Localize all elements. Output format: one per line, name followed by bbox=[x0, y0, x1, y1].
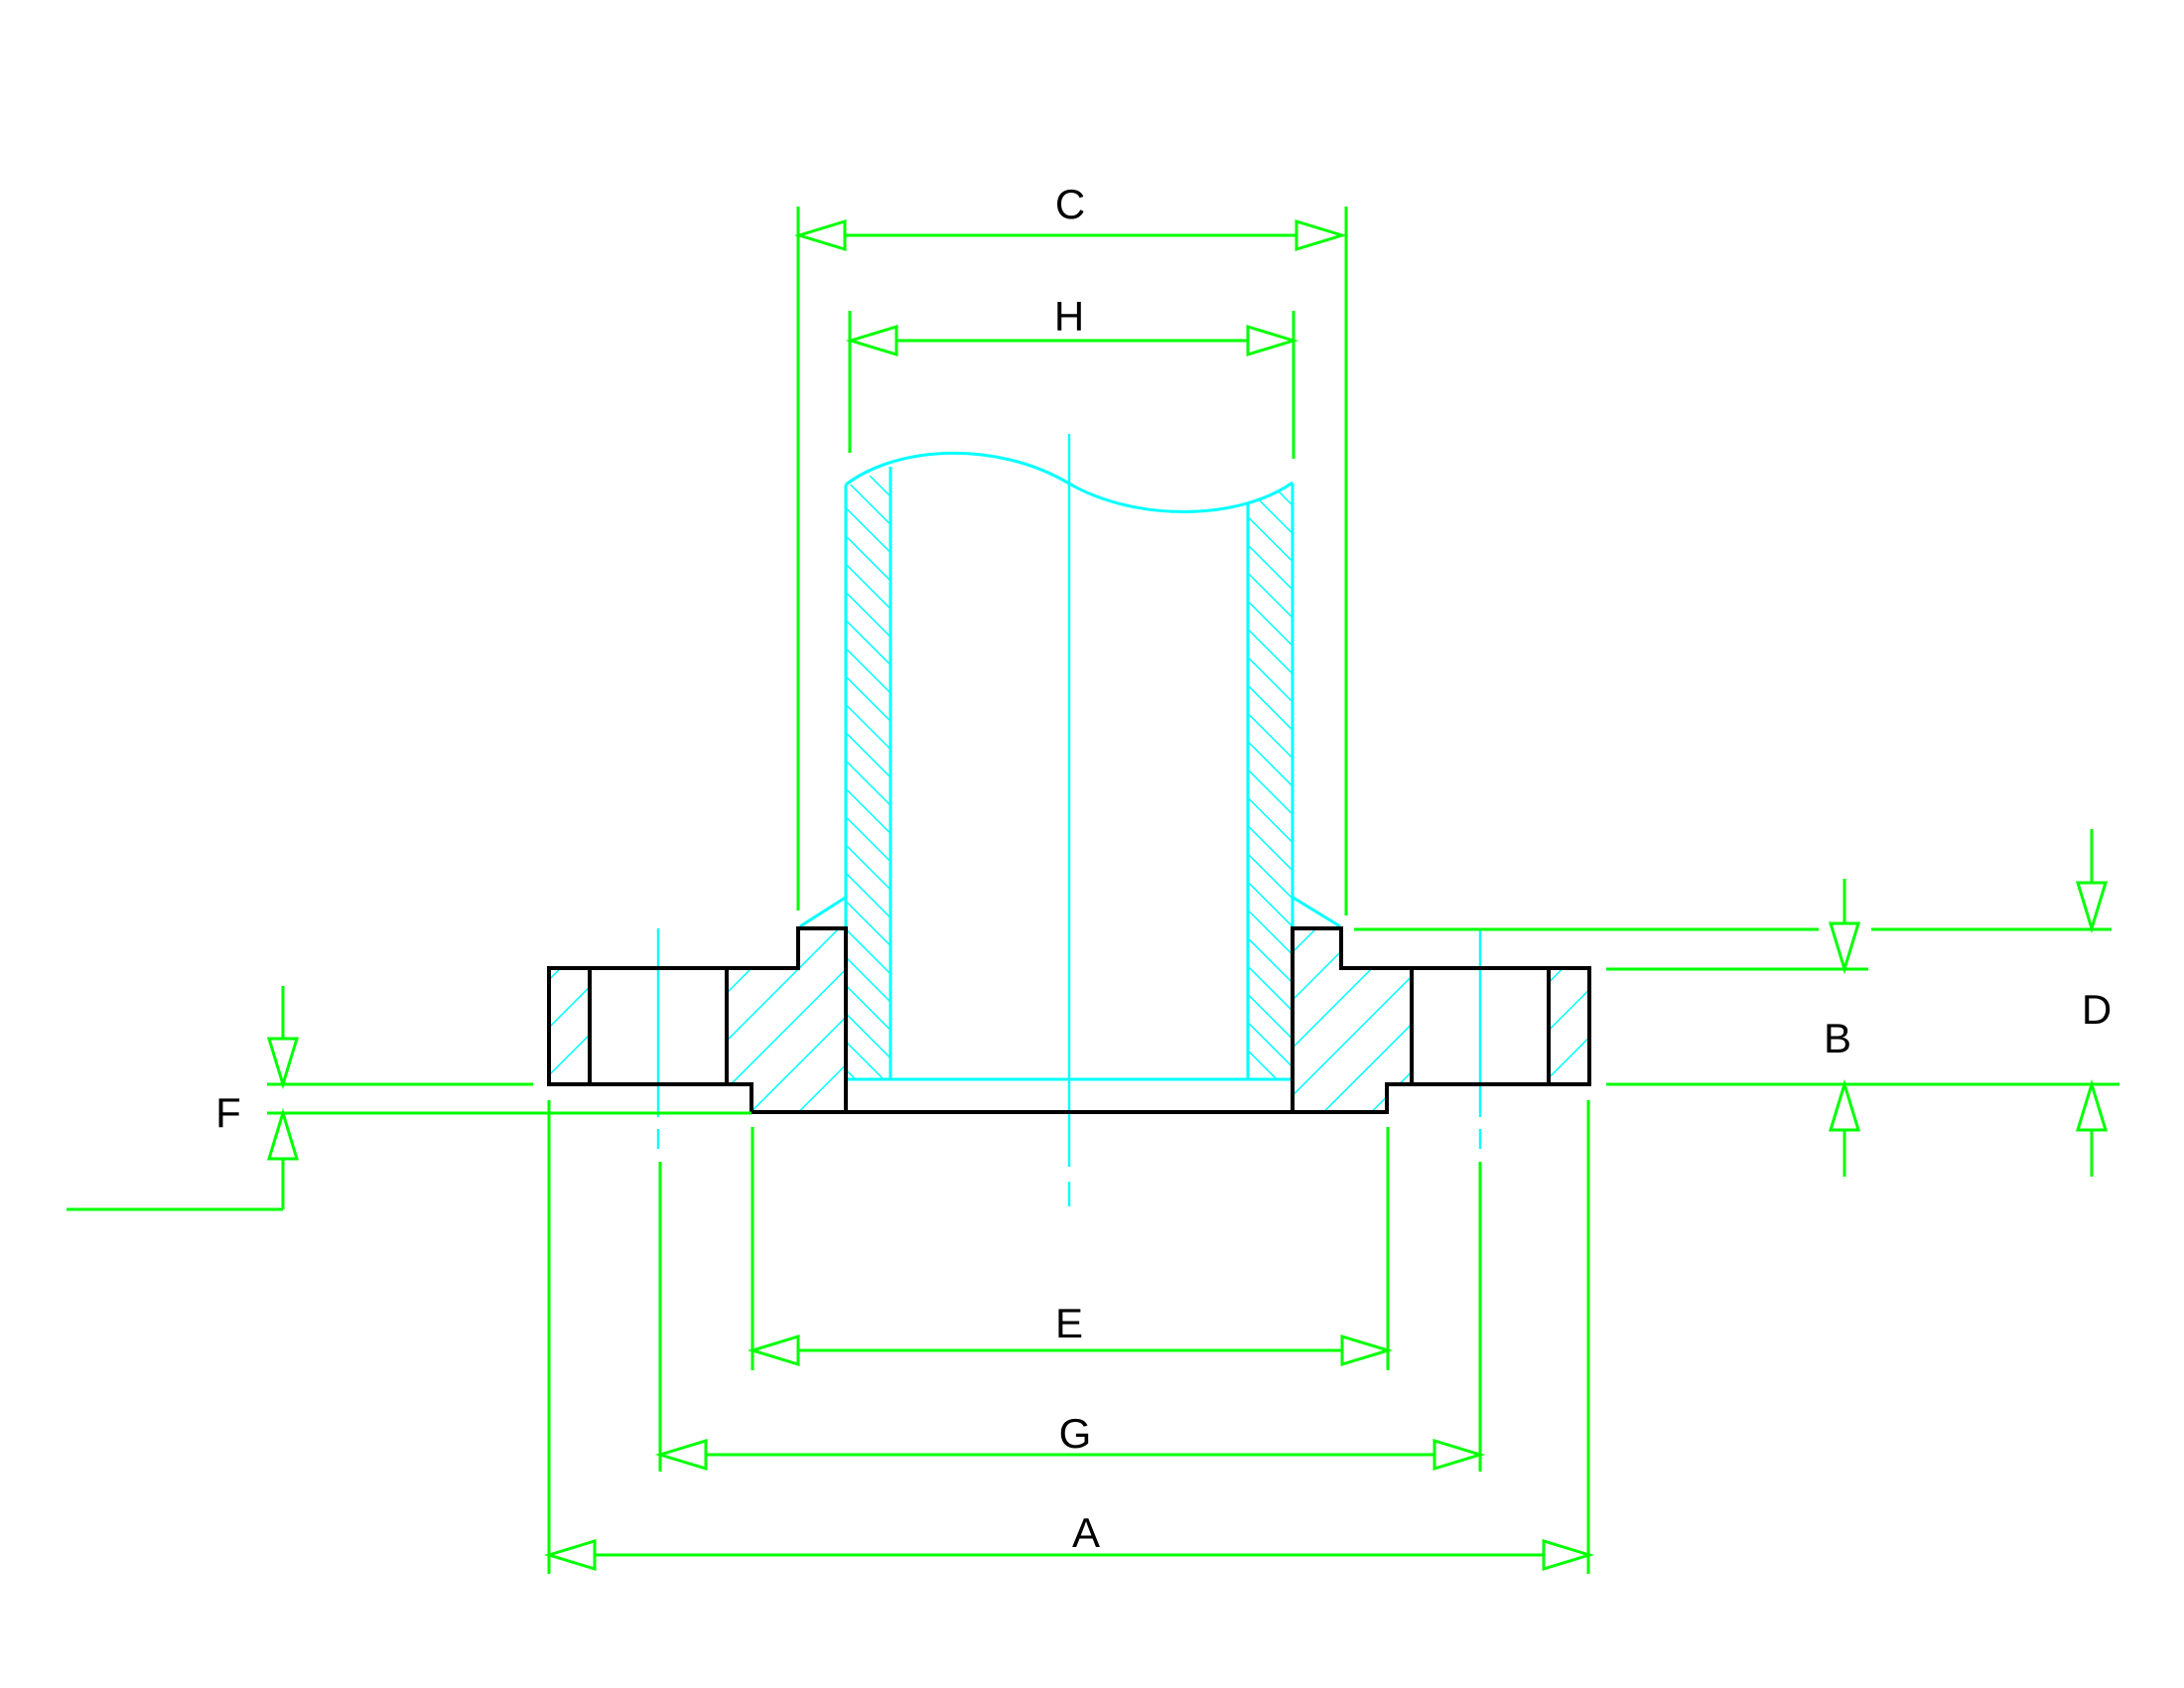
dim-d-arrow-down bbox=[2075, 881, 2109, 934]
dimension-E: E bbox=[747, 1127, 1394, 1370]
dimension-A: A bbox=[543, 1100, 1595, 1574]
dim-label-e: E bbox=[1055, 1300, 1083, 1346]
dim-c-arrow-left bbox=[793, 218, 847, 252]
flange-hatch-right-rim bbox=[1549, 968, 1589, 1084]
dim-e-arrow-left bbox=[747, 1334, 800, 1367]
dim-label-h: H bbox=[1054, 293, 1084, 340]
dim-label-g: G bbox=[1059, 1410, 1092, 1457]
dimension-H: H bbox=[845, 293, 1299, 459]
dimension-D: D bbox=[1354, 829, 2112, 1177]
pipe bbox=[799, 451, 1341, 1081]
weld-bevel-right bbox=[1291, 895, 1341, 928]
flange-outline bbox=[547, 926, 1591, 1114]
dimension-F: F bbox=[67, 986, 751, 1211]
dim-e-arrow-right bbox=[1340, 1334, 1394, 1367]
flange-hatch-left-rim bbox=[549, 968, 590, 1084]
pipe-hatch-left-wall bbox=[846, 467, 890, 1079]
dim-f-arrow-up bbox=[266, 1107, 300, 1161]
dim-label-c: C bbox=[1055, 181, 1085, 227]
dimension-G: G bbox=[654, 1162, 1486, 1472]
dim-h-arrow-right bbox=[1246, 324, 1299, 357]
dim-a-arrow-right bbox=[1542, 1538, 1595, 1572]
dimension-C: C bbox=[793, 181, 1348, 915]
dimension-B: B bbox=[1606, 879, 2119, 1177]
dim-f-arrow-down bbox=[266, 1037, 300, 1090]
weld-bevel-left bbox=[799, 895, 848, 928]
pipe-hatch-right-wall bbox=[1248, 484, 1293, 1079]
flange-section-hatching bbox=[549, 928, 1589, 1112]
dim-label-a: A bbox=[1072, 1509, 1100, 1556]
dim-d-arrow-up bbox=[2075, 1078, 2109, 1132]
dim-h-arrow-left bbox=[845, 324, 898, 357]
dim-label-d: D bbox=[2082, 986, 2112, 1033]
flange-hatch-right-hub bbox=[1293, 928, 1412, 1112]
dim-label-f: F bbox=[215, 1089, 241, 1136]
dim-b-arrow-down bbox=[1828, 921, 1861, 975]
dim-a-arrow-left bbox=[543, 1538, 597, 1572]
dim-g-arrow-right bbox=[1433, 1438, 1486, 1472]
dim-label-b: B bbox=[1824, 1015, 1851, 1061]
flange-hatch-left-hub bbox=[727, 928, 846, 1112]
dim-g-arrow-left bbox=[654, 1438, 708, 1472]
dim-b-arrow-up bbox=[1828, 1078, 1861, 1132]
dim-c-arrow-right bbox=[1295, 218, 1348, 252]
